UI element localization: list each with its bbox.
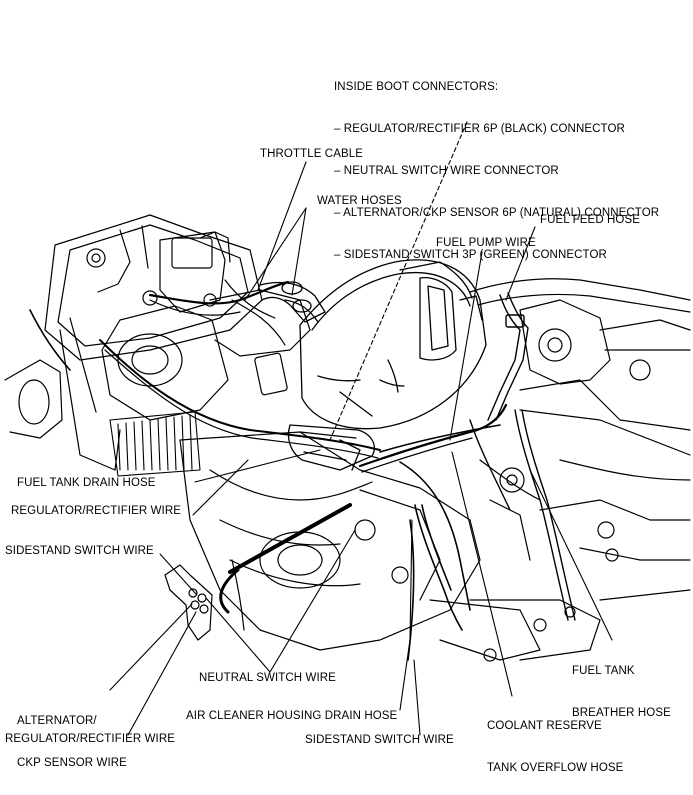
- label-fuel-pump-wire: FUEL PUMP WIRE: [436, 237, 536, 249]
- label-regulator-rectifier-wire-lower: REGULATOR/RECTIFIER WIRE: [5, 733, 176, 745]
- breather-line1: FUEL TANK: [572, 665, 635, 677]
- regulator-rectifier-unit: [109, 411, 201, 477]
- alternator-line2: CKP SENSOR WIRE: [17, 757, 127, 769]
- throttle-body-illustration: [101, 231, 311, 421]
- label-throttle-cable: THROTTLE CABLE: [260, 148, 364, 160]
- main-wire-harness: [29, 309, 501, 611]
- label-alternator-ckp-sensor-wire: ALTERNATOR/ CKP SENSOR WIRE: [17, 686, 127, 784]
- fuel-pump-wire-line: [358, 403, 508, 468]
- label-fuel-tank-drain-hose: FUEL TANK DRAIN HOSE: [17, 477, 156, 489]
- right-frame-illustration: [469, 278, 691, 601]
- label-neutral-switch-wire: NEUTRAL SWITCH WIRE: [199, 672, 336, 684]
- lower-engine-illustration: [179, 431, 601, 662]
- alternator-line1: ALTERNATOR/: [17, 715, 97, 727]
- label-coolant-reserve-overflow-hose: COOLANT RESERVE TANK OVERFLOW HOSE: [487, 691, 623, 789]
- label-regulator-rectifier-wire-upper: REGULATOR/RECTIFIER WIRE: [11, 505, 182, 517]
- boot-item-neutral-connector: – NEUTRAL SWITCH WIRE CONNECTOR: [334, 165, 559, 177]
- breather-and-overflow-hoses: [469, 409, 576, 621]
- label-water-hoses: WATER HOSES: [317, 195, 402, 207]
- boot-item-alternator-connector: – ALTERNATOR/CKP SENSOR 6P (NATURAL) CON…: [334, 207, 660, 219]
- air-cleaner-housing: [299, 259, 487, 430]
- coolant-line1: COOLANT RESERVE: [487, 720, 602, 732]
- label-sidestand-switch-wire-bottom: SIDESTAND SWITCH WIRE: [305, 734, 454, 746]
- throttle-cable-line: [148, 280, 290, 305]
- label-fuel-feed-hose: FUEL FEED HOSE: [540, 214, 641, 226]
- boot-item-regulator-connector: – REGULATOR/RECTIFIER 6P (BLACK) CONNECT…: [334, 123, 625, 135]
- leader-lines: [109, 121, 613, 736]
- label-fuel-tank-breather-hose: FUEL TANK BREATHER HOSE: [572, 636, 671, 734]
- inside-boot-heading: INSIDE BOOT CONNECTORS:: [334, 81, 499, 93]
- label-air-cleaner-housing-drain-hose: AIR CLEANER HOUSING DRAIN HOSE: [186, 710, 398, 722]
- breather-line2: BREATHER HOSE: [572, 707, 671, 719]
- boot-detail-inset: [164, 503, 352, 641]
- boot-item-sidestand-connector: – SIDESTAND SWITCH 3P (GREEN) CONNECTOR: [334, 249, 607, 261]
- fuel-feed-hose-illustration: [487, 292, 529, 421]
- left-frame-illustration: [4, 214, 263, 471]
- inside-boot-connectors-callout: INSIDE BOOT CONNECTORS: – REGULATOR/RECT…: [334, 52, 659, 276]
- air-cleaner-drain-hose-line: [414, 504, 463, 631]
- label-sidestand-switch-wire-left: SIDESTAND SWITCH WIRE: [5, 545, 154, 557]
- coolant-line2: TANK OVERFLOW HOSE: [487, 762, 624, 774]
- connector-boot: [287, 424, 375, 471]
